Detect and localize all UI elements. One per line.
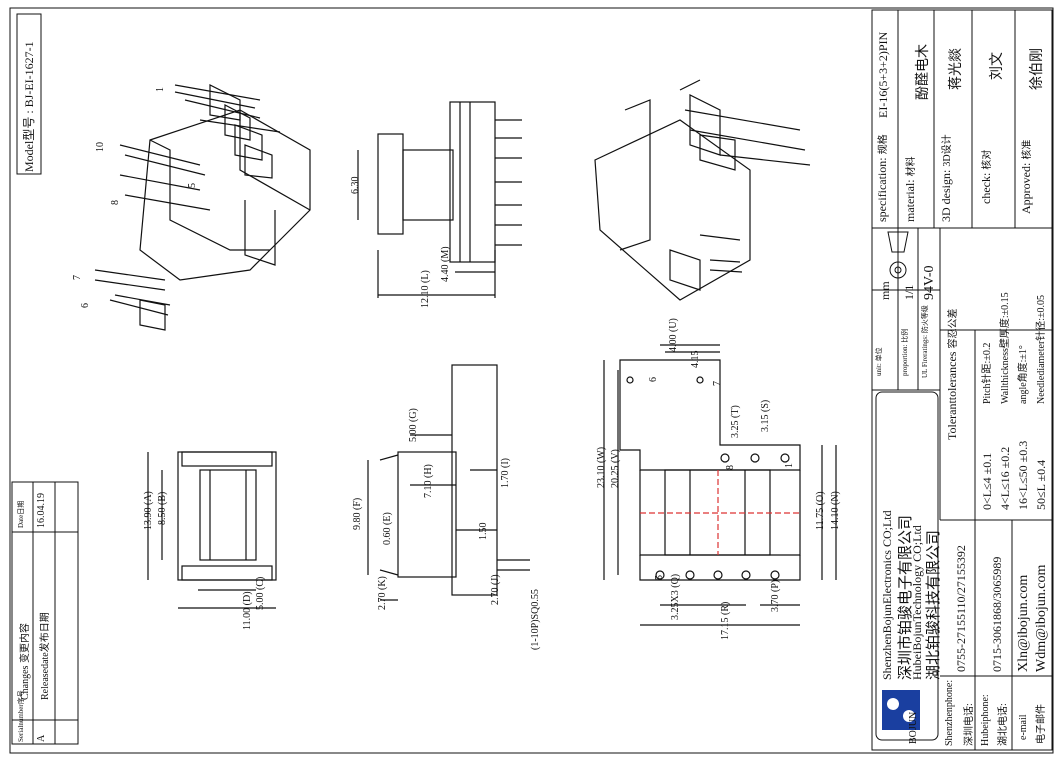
- tol-angle: angle角度:±1°: [1018, 345, 1029, 404]
- dim-5-00-side: 5.00 (G): [408, 408, 419, 442]
- marker-1: 1: [784, 463, 795, 468]
- dim-0-60: 0.60 (E): [382, 512, 393, 545]
- dim-7-10: 7.10 (H): [423, 464, 434, 498]
- dim-11-00: 11.00 (D): [242, 591, 253, 630]
- proportion-label: proportion: 比例: [901, 328, 909, 376]
- dim-23-10: 23.10 (W): [596, 446, 607, 488]
- tol-pitch: Pitch针距:±0.2: [982, 342, 993, 404]
- dim-4-15: 4.15: [690, 350, 701, 369]
- title-block-frame: [871, 9, 1053, 751]
- approved-value: 徐伯刚: [1030, 48, 1045, 90]
- model-box: [16, 13, 42, 175]
- email-label: e-mail: [1018, 714, 1029, 740]
- marker-8: 8: [725, 465, 736, 470]
- company-cn-2: 湖北铂骏科技有限公司: [926, 529, 942, 680]
- dim-2-70-pin: 2.70 (J): [490, 574, 501, 605]
- tolerance-row-2: 4<L≤16 ±0.2: [998, 446, 1012, 510]
- dim-1-50: 1.50: [478, 522, 489, 541]
- marker-7: 7: [712, 381, 723, 386]
- logo-text: BOJUN: [908, 711, 919, 744]
- dim-13-90: 13.90 (A): [143, 491, 154, 530]
- pin-label-6: 6: [80, 303, 91, 308]
- dim-3-70: 3.70 (P): [770, 579, 781, 612]
- email-cn: 电子邮件: [1036, 704, 1047, 744]
- check-label: check: 核对: [979, 149, 993, 204]
- dim-4-40: 4.40 (M): [440, 246, 451, 282]
- row-serial: A: [36, 734, 47, 742]
- dim-6-30: 6.30: [350, 176, 361, 195]
- hb-phone-label: Hubeiphone:: [980, 694, 991, 746]
- pin-label-5: 5: [187, 183, 198, 188]
- sz-phone-label: Shenzhenphone:: [944, 679, 955, 746]
- dim-3-25x3: 3.25X3 (Q): [670, 573, 681, 620]
- bottom-view: [603, 344, 837, 626]
- iso-view-right: [594, 79, 811, 301]
- material-label: material: 材料: [903, 156, 917, 222]
- row-changes: Releasedate发布日期: [40, 612, 51, 700]
- dim-9-80: 9.80 (F): [352, 497, 363, 530]
- tolerance-row-1: 0<L≤4 ±0.1: [980, 452, 994, 510]
- company-logo: [882, 690, 920, 730]
- material-value: 酚醛电木: [916, 44, 931, 100]
- approved-label: Approved: 核准: [1019, 139, 1033, 214]
- changes-table: [11, 481, 79, 745]
- unit-value: mm: [878, 281, 892, 300]
- hb-phone-cn: 湖北电话:: [998, 703, 1009, 746]
- dim-3-15: 3.15 (S): [760, 399, 771, 432]
- outer-frame: [9, 7, 1054, 754]
- iso-view-left: [94, 84, 311, 331]
- proportion-value: 1/1: [902, 284, 916, 300]
- marker-5: 5: [654, 575, 665, 580]
- tolerances-title: Toleranttolerances 容忍公差: [945, 308, 959, 440]
- pin-label-1: 1: [155, 87, 166, 92]
- spec-value: EI-16(5+3+2)PIN: [876, 31, 890, 118]
- tolerance-row-4: 50≤L ±0.4: [1034, 459, 1048, 510]
- projection-symbol: [887, 231, 909, 279]
- dim-12-10: 12.10 (L): [420, 270, 431, 308]
- pin-label-8: 8: [110, 200, 121, 205]
- design-value: 蒋光燚: [949, 48, 964, 90]
- dim-3-25: 3.25 (T): [730, 405, 741, 438]
- dim-4-00: 4.00 (U): [668, 318, 679, 352]
- dim-14-10: 14.10 (N): [830, 491, 841, 530]
- tol-wall: Wallthickness壁厚度:±0.15: [1000, 292, 1011, 404]
- company-en-1: ShenzhenBojunElectronics CO;Ltd: [880, 510, 894, 680]
- sz-phone: 0755-27155110/27155392: [954, 545, 968, 672]
- dim-pin-size: (1-10P)SQ0.55: [530, 589, 541, 650]
- model-label: Model型号 : BJ-EI-1627-1: [22, 41, 36, 172]
- email-1: Xln@ibojun.com: [1016, 574, 1031, 672]
- marker-6: 6: [648, 377, 659, 382]
- side-view: [367, 364, 530, 601]
- pin-label-7: 7: [72, 275, 83, 280]
- dim-17-15: 17.15 (R): [720, 601, 731, 640]
- dim-5-00-front: 5.00 (C): [255, 576, 266, 610]
- check-value: 刘文: [990, 52, 1005, 80]
- hb-phone: 0715-3061868/3065989: [990, 556, 1004, 672]
- tol-needle: Needlediameter针径:±0.05: [1036, 294, 1047, 404]
- ul-label: UL Fireratings: 防火等级: [921, 305, 929, 378]
- ul-value: 94V-0: [922, 265, 937, 301]
- dim-11-75: 11.75 (O): [815, 491, 826, 530]
- unit-label: unit: 单位: [875, 347, 883, 376]
- sz-phone-cn: 深圳电话:: [964, 703, 975, 746]
- tolerance-row-3: 16<L≤50 ±0.3: [1016, 440, 1030, 510]
- pin-label-10: 10: [95, 142, 106, 152]
- col-date-header: Date日期: [17, 500, 25, 528]
- design-label: 3D design: 3D设计: [939, 134, 953, 222]
- front-view: [147, 451, 277, 609]
- email-2: Wdm@ibojun.com: [1034, 564, 1049, 672]
- dim-1-70: 1.70 (I): [500, 458, 511, 488]
- col-changes-header: Changes 变更内容: [20, 623, 31, 700]
- dim-2-70-left: 2.70 (K): [377, 576, 388, 610]
- spec-label: specification: 规格: [875, 134, 889, 222]
- dim-8-50: 8.50 (B): [157, 491, 168, 525]
- top-view: [357, 101, 522, 298]
- dim-20-25: 20.25 (V): [610, 449, 621, 488]
- row-date: 16.04.19: [36, 493, 47, 528]
